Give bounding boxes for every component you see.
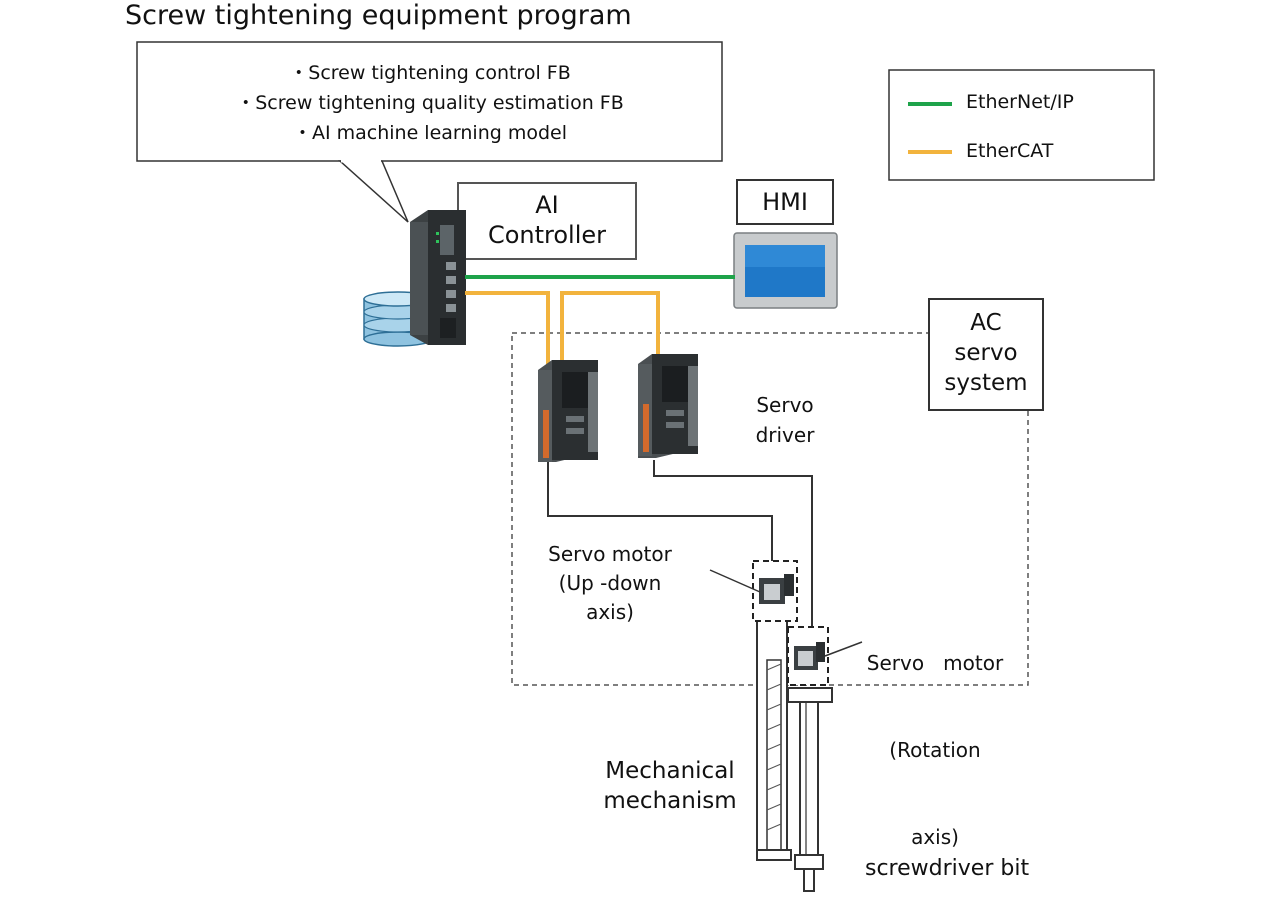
mechanical-label-line1: Mechanical: [605, 758, 735, 784]
program-item-quality-fb: ・Screw tightening quality estimation FB: [236, 92, 624, 114]
ai-controller-label-line1: AI: [535, 191, 559, 219]
screwdriver-bit-label: screwdriver bit: [865, 856, 1030, 881]
legend-ethernetip-label: EtherNet/IP: [966, 91, 1074, 113]
ac-servo-label-line3: system: [944, 370, 1028, 396]
ethercat-link-1: [465, 291, 550, 372]
program-item-control-fb: ・Screw tightening control FB: [289, 62, 571, 84]
program-callout-pointer: [338, 160, 409, 223]
ac-servo-label-line2: servo: [954, 340, 1018, 366]
ai-controller-device-icon: [410, 210, 466, 345]
hmi-monitor-icon: [733, 232, 838, 309]
servo-driver-label-line1: Servo: [756, 393, 814, 417]
servo-driver-1-icon: [538, 360, 598, 462]
servo-motor-rotation-line1: Servo motor: [866, 651, 1004, 675]
legend-ethercat-label: EtherCAT: [966, 140, 1054, 162]
servo-motor-updown-icon: [759, 574, 794, 604]
servo-driver-2-icon: [638, 354, 698, 458]
servo-motor-rotation-line3: axis): [911, 825, 959, 849]
servo-motor-rotation-line2: (Rotation: [889, 738, 981, 762]
servo-motor-updown-line2: (Up -down: [558, 571, 662, 595]
mechanical-mechanism-icon: [756, 619, 833, 892]
ethercat-link-2: [560, 291, 660, 372]
legend-box: [888, 69, 1155, 181]
program-callout-box: [136, 41, 723, 162]
diagram-title: Screw tightening equipment program: [125, 0, 632, 31]
servo-driver-label: Servo driver: [740, 390, 830, 450]
mechanical-label-line2: mechanism: [603, 788, 737, 814]
ai-controller-label-box: [457, 182, 637, 260]
ac-servo-system-label: AC servo system: [929, 308, 1043, 398]
leader-line-updown: [709, 569, 761, 593]
leader-line-rotation: [824, 641, 863, 657]
ai-controller-label-line2: Controller: [487, 221, 607, 249]
servo-motor-updown-line3: axis): [586, 600, 634, 624]
program-item-ml-model: ・AI machine learning model: [292, 122, 568, 144]
servo-driver-label-line2: driver: [755, 423, 815, 447]
ac-servo-label-line1: AC: [970, 310, 1002, 336]
servo-motor-rotation-icon: [794, 642, 825, 670]
ac-servo-label-box: [928, 298, 1044, 411]
hmi-label: HMI: [762, 188, 808, 216]
servo-motor-updown-line1: Servo motor: [548, 542, 672, 566]
motor-cable-rotation: [653, 460, 813, 630]
ai-controller-label: AI Controller: [458, 190, 636, 250]
hmi-label-box: [736, 179, 834, 225]
mechanical-mechanism-label: Mechanical mechanism: [585, 756, 755, 816]
servo-motor-updown-label: Servo motor (Up -down axis): [530, 540, 690, 627]
servo-motor-rotation-label: Servo motor (Rotation axis): [845, 591, 1025, 910]
motor-cable-updown: [547, 462, 773, 562]
